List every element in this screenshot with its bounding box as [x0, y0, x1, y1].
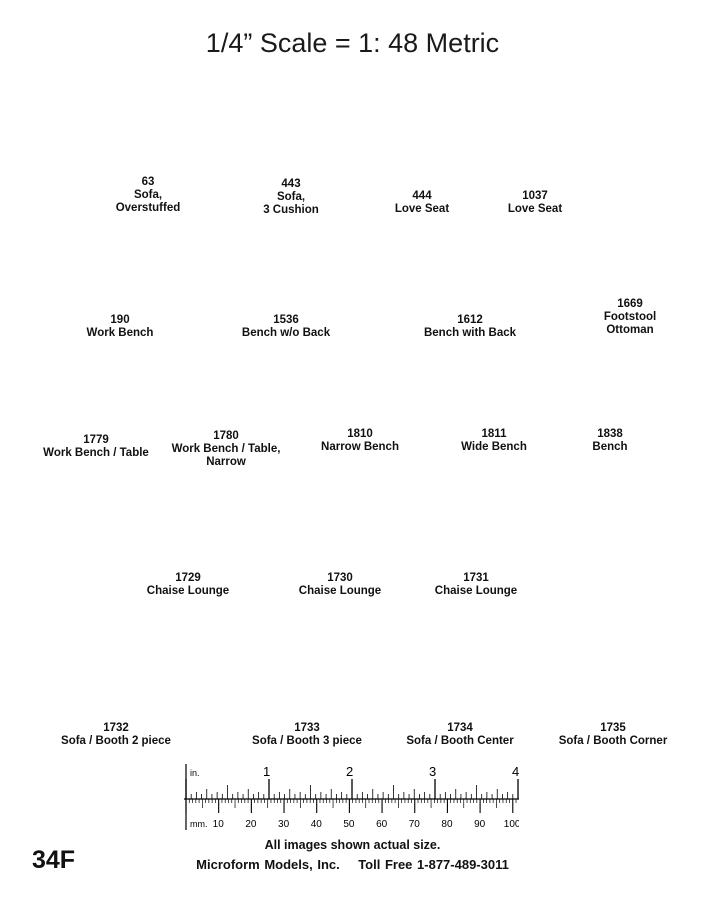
caption-63: 63 Sofa, Overstuffed — [115, 176, 181, 214]
caption-1735: 1735 Sofa / Booth Corner — [558, 722, 668, 747]
caption-1811: 1811 Wide Bench — [461, 428, 527, 453]
caption-1838: 1838 Bench — [592, 428, 628, 453]
ruler-inch-label: 2 — [346, 764, 353, 779]
caption-1729: 1729 Chaise Lounge — [146, 572, 230, 597]
page-title: 1/4” Scale = 1: 48 Metric — [205, 28, 500, 58]
ruler-inch-label: 3 — [429, 764, 436, 779]
scale-ruler: in. mm. 1 2 3 4 10 20 30 40 50 60 70 80 90 100 — [184, 764, 519, 830]
caption-1612: 1612 Bench with Back — [423, 314, 517, 339]
caption-1780: 1780 Work Bench / Table, Narrow — [171, 430, 281, 468]
ruler-mm-label: 90 — [474, 819, 486, 830]
caption-1730: 1730 Chaise Lounge — [298, 572, 382, 597]
caption-443: 443 Sofa, 3 Cushion — [263, 178, 319, 216]
actual-size-note: All images shown actual size. — [264, 838, 441, 852]
ruler-inch-unit: in. — [190, 768, 200, 778]
ruler-mm-label: 80 — [441, 819, 453, 830]
caption-1810: 1810 Narrow Bench — [321, 428, 399, 453]
ruler-mm-label: 10 — [213, 819, 225, 830]
caption-444: 444 Love Seat — [394, 190, 450, 215]
ruler-mm-label: 50 — [343, 819, 355, 830]
ruler-mm-label: 30 — [278, 819, 290, 830]
ruler-inch-label: 4 — [512, 764, 519, 779]
ruler-inch-label: 1 — [263, 764, 270, 779]
ruler-mm-label: 100 — [504, 819, 519, 830]
caption-1731: 1731 Chaise Lounge — [434, 572, 518, 597]
company-name: Microform Models, Inc. — [196, 857, 340, 872]
caption-1734: 1734 Sofa / Booth Center — [406, 722, 514, 747]
ruler-mm-label: 70 — [409, 819, 421, 830]
caption-1733: 1733 Sofa / Booth 3 piece — [252, 722, 362, 747]
ruler-mm-label: 60 — [376, 819, 388, 830]
caption-1037: 1037 Love Seat — [507, 190, 563, 215]
company-line: Microform Models, Inc. Toll Free 1-877-4… — [0, 857, 705, 872]
ruler-mm-label: 40 — [311, 819, 323, 830]
page-number: 34F — [32, 846, 76, 874]
caption-1669: 1669 Footstool Ottoman — [603, 298, 657, 336]
caption-1732: 1732 Sofa / Booth 2 piece — [61, 722, 171, 747]
caption-190: 190 Work Bench — [86, 314, 154, 339]
caption-1536: 1536 Bench w/o Back — [241, 314, 331, 339]
ruler-mm-label: 20 — [245, 819, 257, 830]
ruler-mm-unit: mm. — [190, 819, 208, 829]
company-phone: Toll Free 1-877-489-3011 — [358, 857, 509, 872]
caption-1779: 1779 Work Bench / Table — [43, 434, 149, 459]
